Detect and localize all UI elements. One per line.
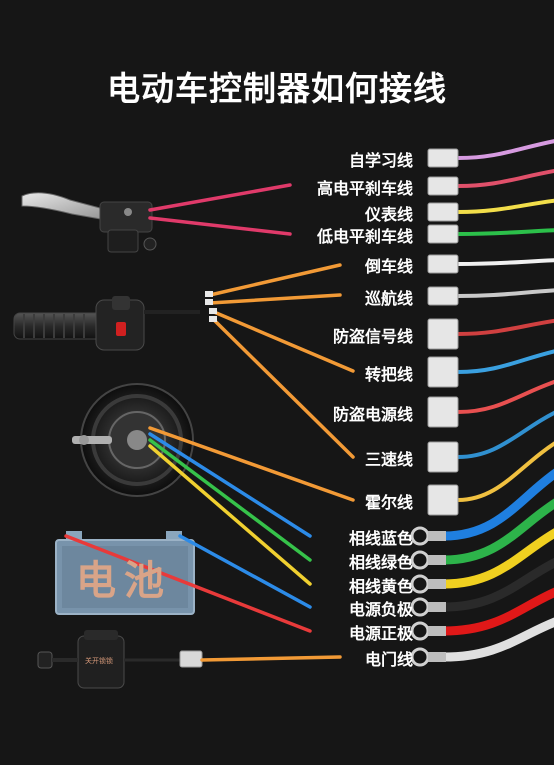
wire-label: 转把线 [364, 365, 413, 384]
terminal-crimp [428, 579, 446, 589]
wire-fan [439, 139, 554, 662]
ring-terminal [410, 647, 430, 667]
wire [439, 557, 554, 612]
wire [456, 139, 554, 160]
wire-label: 相线蓝色 [348, 529, 413, 548]
mini-plug [205, 299, 213, 305]
wire [456, 379, 554, 414]
plug-connector [427, 224, 459, 244]
plug-connector [427, 176, 459, 196]
plug-connector [427, 254, 459, 274]
wire [456, 318, 554, 336]
wire-label: 电源负极 [348, 600, 413, 619]
hub-motor-image [72, 383, 194, 497]
switch-label: 关开锁锁 [85, 657, 113, 665]
plug-connector [427, 318, 459, 350]
wire-label: 自学习线 [348, 151, 413, 170]
ring-terminal [410, 621, 430, 641]
leader-line [148, 444, 312, 586]
ignition-switch-image [37, 630, 203, 689]
wire [439, 617, 554, 662]
leader-line [64, 534, 312, 633]
leader-line [208, 263, 342, 297]
page-title: 电动车控制器如何接线 [107, 69, 447, 108]
wire-label: 倒车线 [364, 257, 413, 276]
leader-line [208, 293, 342, 305]
plug-connector [427, 441, 459, 473]
wire-label: 电源正极 [348, 624, 413, 643]
wire [456, 349, 554, 374]
wire-label: 相线黄色 [348, 577, 413, 596]
leader-line [148, 216, 292, 236]
wire [456, 410, 554, 459]
leader-line [148, 183, 292, 212]
battery-label: 电池 [76, 557, 172, 604]
terminal-crimp [428, 602, 446, 612]
wire [456, 198, 554, 214]
ring-terminal [410, 574, 430, 594]
mini-plug [205, 291, 213, 297]
wire-label: 相线绿色 [348, 553, 413, 572]
ring-terminal [410, 526, 430, 546]
leader-line [148, 432, 312, 538]
wire-label: 霍尔线 [364, 493, 413, 512]
wire [439, 528, 554, 589]
terminal-crimp [428, 555, 446, 565]
wire-label: 巡航线 [364, 289, 413, 308]
mini-plug [209, 308, 217, 314]
plug-connector [427, 396, 459, 428]
connector-group [410, 148, 459, 667]
leader-line [200, 655, 342, 662]
terminal-crimp [428, 652, 446, 662]
wire [456, 258, 554, 266]
plug-connector [427, 356, 459, 388]
ring-terminal [410, 597, 430, 617]
wire-label: 高电平刹车线 [316, 179, 413, 198]
leader-line [148, 426, 355, 502]
ring-terminal [410, 550, 430, 570]
wire-label: 仪表线 [364, 205, 413, 224]
terminal-crimp [428, 531, 446, 541]
wire-label: 三速线 [364, 450, 413, 469]
plug-connector [427, 286, 459, 306]
wire [456, 169, 554, 188]
wire [456, 228, 554, 236]
wire-label: 低电平刹车线 [316, 227, 413, 246]
leader-line [212, 310, 355, 373]
leader-line [178, 534, 312, 609]
brake-lever-image [21, 192, 157, 253]
wire [439, 498, 554, 565]
throttle-grip-image [13, 296, 200, 351]
wire [456, 441, 554, 502]
leader-line [148, 438, 312, 562]
leader-line [212, 318, 355, 459]
wire [439, 468, 554, 541]
wire-label: 防盗信号线 [332, 327, 413, 346]
wire [439, 587, 554, 636]
terminal-crimp [428, 626, 446, 636]
wire-label: 电门线 [364, 650, 413, 669]
leader-lines [64, 183, 355, 662]
wire-label: 防盗电源线 [332, 405, 413, 424]
wire [456, 288, 554, 298]
plug-connector [427, 202, 459, 222]
mini-plug [209, 316, 217, 322]
plug-connector [427, 148, 459, 168]
plug-connector [427, 484, 459, 516]
